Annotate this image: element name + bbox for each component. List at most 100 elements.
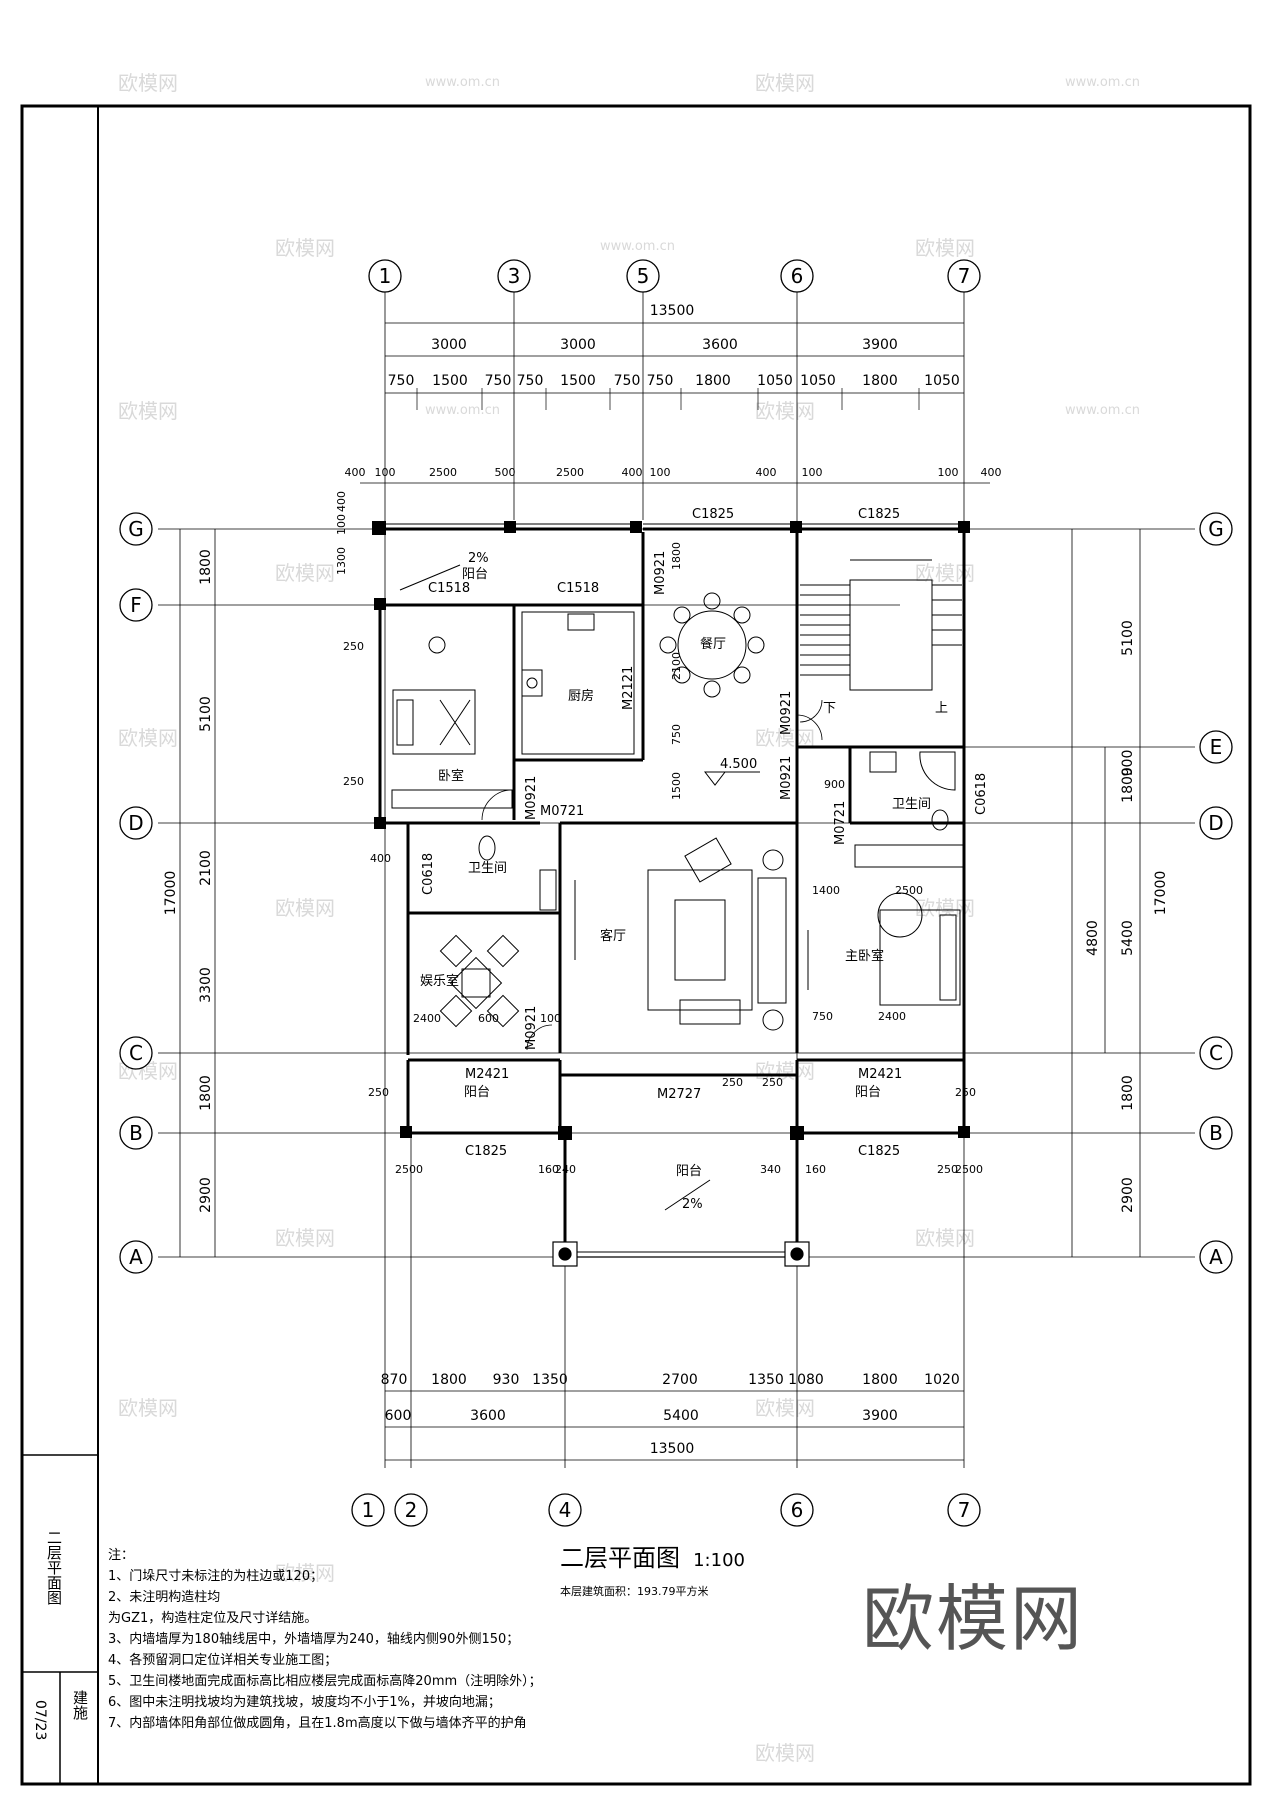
axis-label-right-B: B [1209,1121,1223,1145]
dim-right-row2: 5400 [1120,920,1136,956]
strip-sheet-number: 07/23 [32,1700,48,1741]
axis-label-right-E: E [1210,735,1223,759]
dim-right-total: 17000 [1153,871,1169,916]
dim-top-row3: 1050 [924,373,960,389]
dim-left-outer: 1800 [198,549,214,585]
axis-label-top-7: 7 [958,264,971,288]
dim-top-row3: 750 [647,373,674,389]
label-balcony-bottom: 阳台 [676,1164,702,1179]
dim-top-row4: 400 [981,466,1002,479]
axis-label-bottom-2: 2 [405,1498,418,1522]
watermark-brand: 欧模网 [755,1396,815,1420]
note-line: 3、内墙墙厚为180轴线居中，外墙墙厚为240，轴线内侧90外侧150； [108,1632,520,1647]
watermark-brand: 欧模网 [915,1226,975,1250]
label-c1518a: C1518 [428,581,470,596]
watermark-brand: 欧模网 [915,236,975,260]
door-swings [481,699,823,1051]
dim-misc: 250 [343,640,364,653]
axis-label-top-3: 3 [508,264,521,288]
watermark-brand: 欧模网 [755,1059,815,1083]
axis-label-right-A: A [1209,1245,1223,1269]
strip-discipline: 建施 [71,1690,89,1720]
drawing-title-block: 二层平面图 1:100 本层建筑面积：193.79平方米 [560,1538,880,1599]
dim-top-row4: 2500 [429,466,457,479]
label-m2727: M2727 [657,1087,701,1102]
slope-arrows [399,564,711,1211]
dim-bottom-row1: 1350 [748,1372,784,1388]
label-m0921d: M0921 [524,1006,539,1050]
axis-label-bottom-7: 7 [958,1498,971,1522]
watermark-brand: 欧模网 [755,1741,815,1765]
dim-misc: 100 [540,1012,561,1025]
label-balcony-left: 阳台 [464,1085,490,1100]
label-m0921b: M0921 [779,691,794,735]
axis-label-bottom-1: 1 [362,1498,375,1522]
floor-area: 本层建筑面积：193.79平方米 [560,1585,709,1598]
label-entertainment: 娱乐室 [420,973,459,989]
axis-label-bottom-4: 4 [559,1498,572,1522]
axis-label-left-F: F [130,593,142,617]
label-c1825c: C1825 [465,1144,507,1159]
axis-label-left-G: G [128,517,144,541]
dim-top-row4: 2500 [556,466,584,479]
dim-misc: 600 [478,1012,499,1025]
dim-misc: 400 [370,852,391,865]
label-m0921-bedroom: M0921 [524,776,539,820]
dim-bottom-row1: 1350 [532,1372,568,1388]
dim-bottom-row1: 930 [493,1372,520,1388]
dim-misc: 250 [368,1086,389,1099]
watermark-brand: 欧模网 [118,726,178,750]
dim-top-row3: 1800 [862,373,898,389]
dim-misc: 250 [937,1163,958,1176]
dim-top-row2: 3000 [560,337,596,353]
grid-axis-lines [158,290,1195,1468]
dim-misc: 2400 [413,1012,441,1025]
dim-top-row3: 750 [485,373,512,389]
dim-top-row4: 100 [938,466,959,479]
label-stair-down: 下 [823,701,836,716]
axis-label-top-5: 5 [637,264,650,288]
dim-top-row3: 1050 [800,373,836,389]
watermark-brand: 欧模网 [275,1226,335,1250]
dim-misc: 750 [670,724,683,745]
dim-misc: 2500 [395,1163,423,1176]
dim-misc: 250 [343,775,364,788]
dim-top-row3: 1500 [432,373,468,389]
watermark-brand: 欧模网 [275,896,335,920]
dim-top-total: 13500 [650,303,695,319]
note-line: 2、未注明构造柱均 [108,1590,221,1605]
label-master-bedroom: 主卧室 [845,948,884,964]
dim-left-outer: 2900 [198,1177,214,1213]
entertainment-table [439,934,520,1028]
living-room-sofa [574,837,787,1031]
dim-right-row2: 900 [1120,750,1136,777]
dim-misc: 160 [538,1163,559,1176]
dim-bottom-row1: 870 [381,1372,408,1388]
watermark-brand: 欧模网 [275,561,335,585]
front-porch-columns [552,1241,810,1267]
label-c1825a: C1825 [692,507,734,522]
dim-bottom-row2: 5400 [663,1408,699,1424]
label-slope-top: 2% [468,551,489,566]
bottom-dimension-lines [385,1390,964,1461]
watermark-brand: 欧模网 [915,561,975,585]
dim-bottom-row1: 1020 [924,1372,960,1388]
dim-misc: 900 [824,778,845,791]
watermark-brand: 欧模网 [118,1396,178,1420]
label-slope-bottom: 2% [682,1197,703,1212]
watermark-url: www.om.cn [600,239,675,254]
master-bed [807,844,964,1006]
dim-top-row4: 400 [622,466,643,479]
dim-top-row3: 1050 [757,373,793,389]
dim-top-row2: 3600 [702,337,738,353]
dim-bottom-row1: 1080 [788,1372,824,1388]
bathroom-fixtures [478,751,956,911]
dim-bottom-row1: 2700 [662,1372,698,1388]
structural-columns [372,521,970,1140]
sheet-border [20,104,1252,1786]
dim-misc: 1400 [812,884,840,897]
dim-top-row2: 3900 [862,337,898,353]
note-line: 为GZ1，构造柱定位及尺寸详结施。 [108,1611,318,1626]
watermark-brand: 欧模网 [275,1561,335,1585]
bedroom-bed [391,636,513,809]
